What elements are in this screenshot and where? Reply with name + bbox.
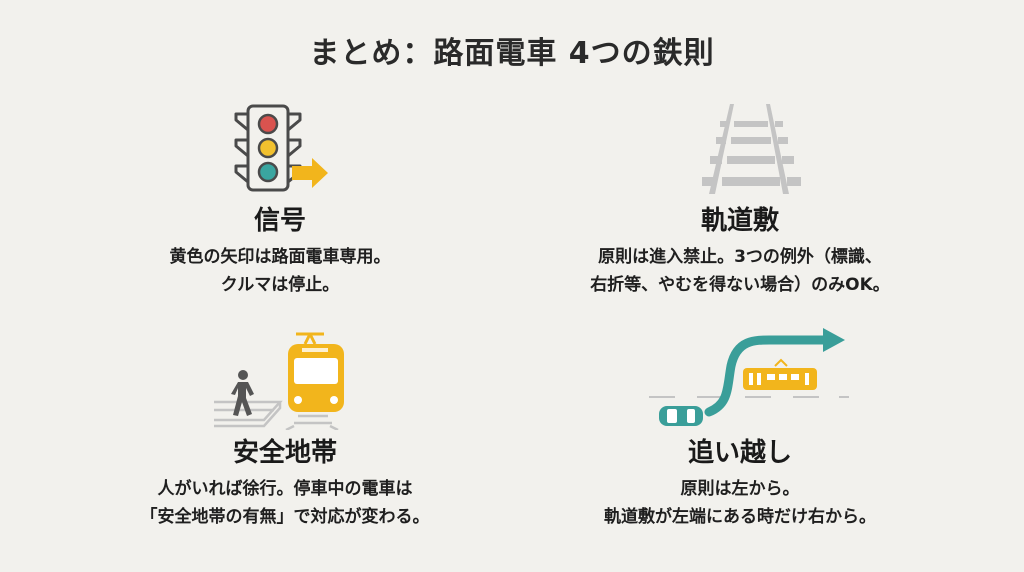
rule-description: 原則は進入禁止。3つの例外（標識、 右折等、やむを得ない場合）のみOK。 — [540, 243, 940, 299]
rule-card-signal: 信号 黄色の矢印は路面電車専用。 クルマは停止。 — [100, 205, 460, 299]
rule-heading: 安全地帯 — [232, 438, 337, 468]
rule-line: 軌道敷が左端にある時だけ右から。 — [604, 507, 876, 527]
rule-card-safety-zone: 安全地帯 人がいれば徐行。停車中の電車は 「安全地帯の有無」で対応が変わる。 — [80, 437, 490, 531]
rule-line: 原則は進入禁止。3つの例外（標識、 — [598, 247, 882, 267]
rule-card-track: 軌道敷 原則は進入禁止。3つの例外（標識、 右折等、やむを得ない場合）のみOK。 — [540, 205, 940, 299]
rule-line: クルマは停止。 — [220, 275, 340, 295]
safety-zone-pedestrian-tram-icon — [214, 332, 344, 430]
rule-description: 原則は左から。 軌道敷が左端にある時だけ右から。 — [560, 475, 920, 531]
rule-heading: 軌道敷 — [700, 206, 779, 236]
car-overtaking-tram-icon — [649, 328, 849, 426]
rule-line: 原則は左から。 — [680, 479, 800, 499]
rule-description: 黄色の矢印は路面電車専用。 クルマは停止。 — [100, 243, 460, 299]
rule-heading: 追い越し — [687, 438, 792, 468]
rule-line: 人がいれば徐行。停車中の電車は — [157, 479, 413, 499]
rule-heading: 信号 — [253, 206, 306, 236]
page-title: まとめ：路面電車 4つの鉄則 — [309, 36, 715, 71]
traffic-light-with-yellow-arrow-icon — [234, 104, 328, 192]
railway-track-icon — [702, 104, 801, 194]
rule-line: 「安全地帯の有無」で対応が変わる。 — [140, 507, 430, 527]
rule-card-overtaking: 追い越し 原則は左から。 軌道敷が左端にある時だけ右から。 — [560, 437, 920, 531]
rule-line: 黄色の矢印は路面電車専用。 — [169, 247, 391, 267]
rule-line: 右折等、やむを得ない場合）のみOK。 — [590, 275, 890, 295]
rule-description: 人がいれば徐行。停車中の電車は 「安全地帯の有無」で対応が変わる。 — [80, 475, 490, 531]
